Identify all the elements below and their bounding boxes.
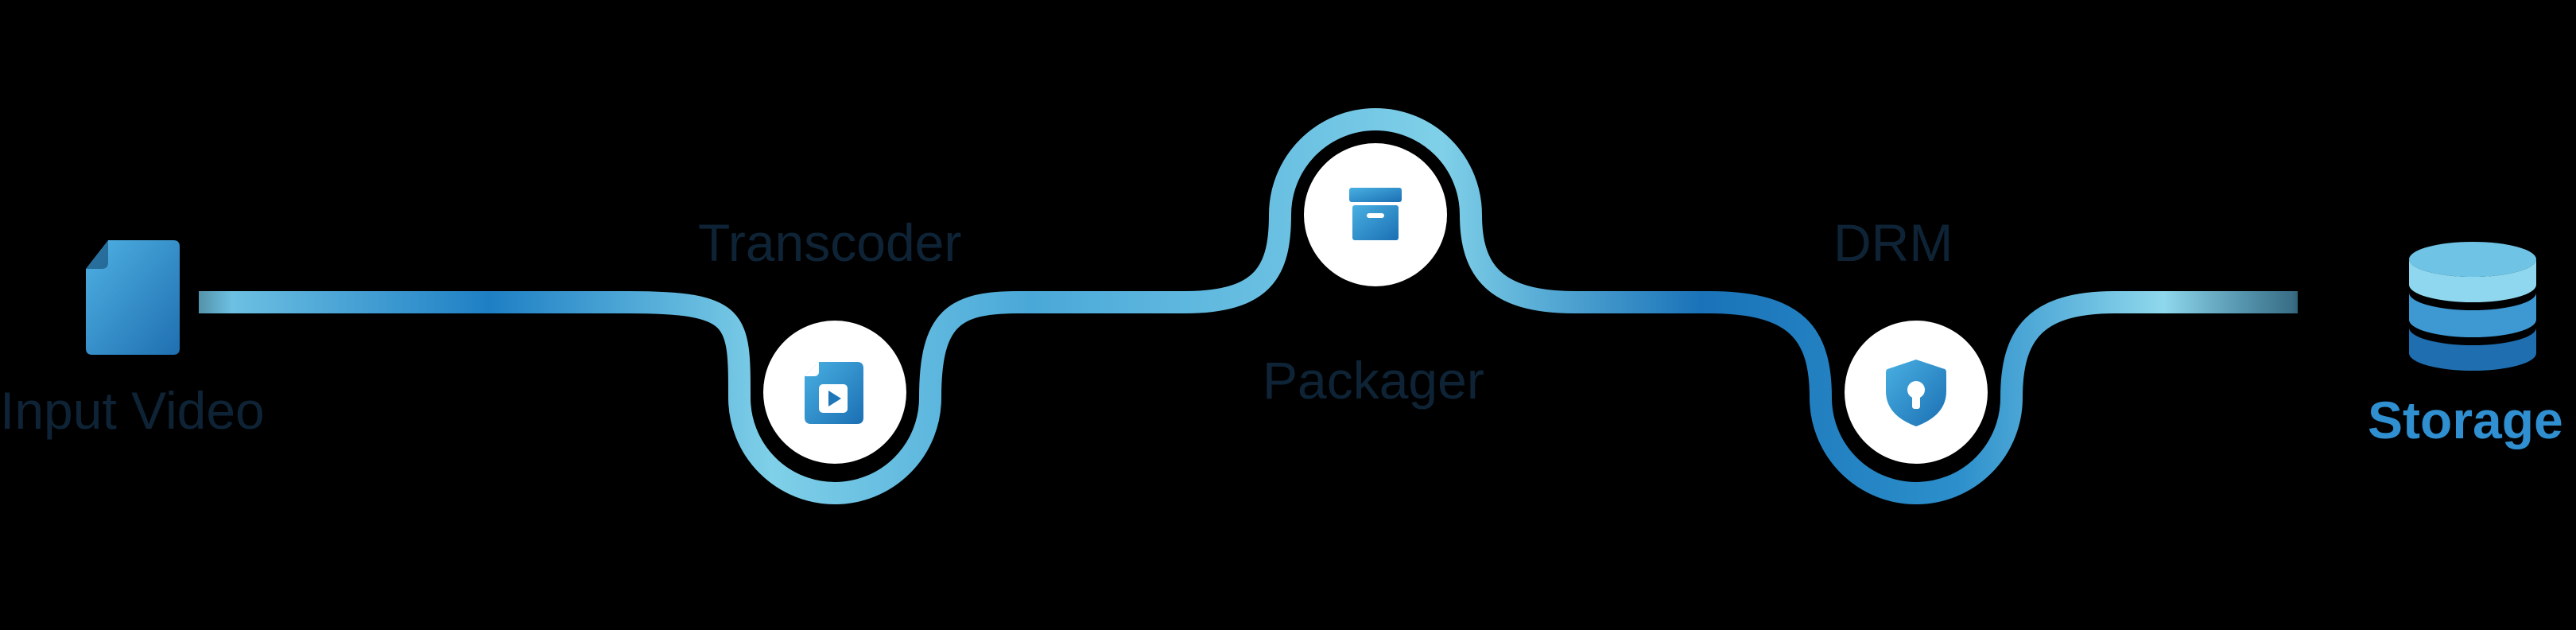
pipeline-path xyxy=(199,108,2298,504)
transcoder-label: Transcoder xyxy=(698,213,962,272)
shield-lock-icon xyxy=(1886,360,1946,426)
drm-label: DRM xyxy=(1833,213,1953,272)
video-file-icon xyxy=(805,362,863,424)
input-video-label: Input Video xyxy=(0,381,265,440)
database-icon xyxy=(2409,242,2536,371)
transcoder-node[interactable] xyxy=(763,321,906,464)
archive-box-icon xyxy=(1349,188,1402,240)
drm-node[interactable] xyxy=(1845,321,1988,464)
storage-label: Storage xyxy=(2368,391,2563,449)
file-icon xyxy=(86,240,180,355)
packager-label: Packager xyxy=(1263,351,1484,410)
packager-node[interactable] xyxy=(1304,143,1447,286)
